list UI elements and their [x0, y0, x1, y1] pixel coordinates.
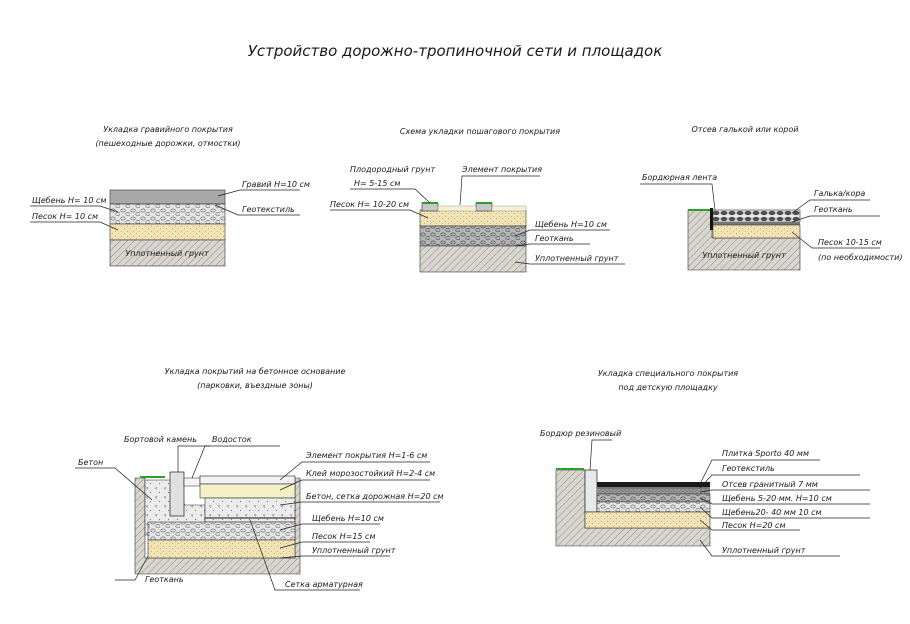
d4-label-concrete-mesh: Бетон, сетка дорожная Н=20 см: [306, 492, 444, 501]
d4-label-sand: Песок Н=15 см: [312, 532, 375, 541]
d1-layer-gravel: [109, 189, 226, 205]
d2-label-soil: Уплотненный грунт: [535, 254, 619, 263]
d2-label-geofabric: Геоткань: [535, 234, 574, 243]
d4-label-soil: Уплотненный грунт: [312, 546, 396, 555]
d4-label-drain: Водосток: [212, 435, 252, 444]
d2-paving-element-1: [421, 202, 439, 212]
d1-caption: Укладка гравийного покрытия: [103, 125, 233, 134]
d5-label-sand: Песок Н=20 см: [722, 521, 785, 530]
diagram-stepping: Схема укладки пошагового покрытия Плодор…: [330, 127, 625, 273]
d3-layer-sand: [712, 224, 801, 239]
d5-label-crushed-coarse: Щебень20- 40 мм 10 см: [722, 508, 822, 517]
diagram-concrete: Укладка покрытий на бетонное основание (…: [75, 367, 444, 591]
d1-label-gravel: Гравий Н=10 см: [242, 180, 310, 189]
d3-layer-geofabric: [713, 222, 800, 225]
d1-label-crushed: Щебень Н= 10 см: [32, 196, 106, 205]
diagram-pebble: Отсев галькой или корой Бордюрная лента …: [640, 125, 902, 271]
d5-caption: Укладка специального покрытия: [598, 369, 738, 378]
d2-caption: Схема укладки пошагового покрытия: [400, 127, 560, 136]
d3-label-sand-note: (по необходимости): [818, 253, 902, 262]
d4-layer-glue: [199, 483, 296, 499]
d4-label-element: Элемент покрытия Н=1-6 см: [305, 451, 427, 460]
d1-label-sand: Песок Н= 10 см: [32, 212, 98, 221]
d3-caption: Отсев галькой или корой: [692, 125, 799, 134]
d5-caption-sub: под детскую площадку: [618, 383, 718, 392]
d4-label-geofabric: Геоткань: [145, 575, 184, 584]
d2-topsoil: [437, 205, 477, 212]
d5-layer-tile: [597, 482, 710, 487]
d2-layer-soil: [419, 245, 527, 273]
diagram-gravel: Укладка гравийного покрытия (пешеходные …: [30, 125, 310, 267]
d2-label-topsoil: Плодородный грунт: [350, 165, 435, 174]
d5-label-soil: Уплотненный грунт: [722, 546, 806, 555]
d5-label-tile: Плитка Sporto 40 мм: [722, 449, 809, 458]
d5-label-border: Бордюр резиновый: [540, 429, 621, 438]
d5-layer-granite: [597, 489, 710, 494]
d4-drain: [183, 477, 201, 487]
d5-label-geotextile: Геотекстиль: [722, 464, 775, 473]
d3-label-pebble: Галька/кора: [814, 189, 865, 198]
d4-label-glue: Клей морозостойкий Н=2-4 см: [306, 469, 435, 478]
d1-layer-crushed: [109, 203, 226, 225]
d3-layer-pebble: [712, 209, 801, 223]
d5-layer-crushed-coarse: [596, 501, 711, 513]
d4-label-mesh: Сетка арматурная: [285, 580, 363, 589]
main-title: Устройство дорожно-тропиночной сети и пл…: [248, 42, 663, 60]
d4-caption: Укладка покрытий на бетонное основание: [165, 367, 346, 376]
d5-rubber-border: [584, 469, 598, 513]
d3-label-border: Бордюрная лента: [642, 173, 717, 182]
d2-label-sand: Песок Н= 10-20 см: [330, 200, 409, 209]
d4-label-crushed: Щебень Н=10 см: [312, 514, 384, 523]
d4-caption-sub: (парковки, въездные зоны): [197, 381, 313, 390]
d3-label-soil: Уплотненный грунт: [702, 251, 786, 260]
diagram-playground: Укладка специального покрытия под детску…: [540, 369, 870, 557]
d1-layer-soil: [109, 239, 226, 267]
d4-curb-stone: [169, 471, 185, 517]
d4-layer-element: [199, 475, 296, 485]
d2-layer-crushed: [419, 225, 527, 247]
d2-label-crushed: Щебень Н=10 см: [535, 220, 607, 229]
d5-layer-sand: [584, 511, 711, 529]
d1-caption-sub: (пешеходные дорожки, отмостки): [95, 139, 240, 148]
d5-layer-geotextile: [597, 487, 710, 489]
d4-layer-crushed: [147, 521, 296, 541]
d5-layer-crushed-fine: [596, 493, 711, 503]
d1-label-soil: Уплотненный грунт: [125, 249, 209, 258]
d3-border-tape: [710, 208, 713, 230]
d4-label-concrete: Бетон: [78, 458, 103, 467]
d1-label-geotextile: Геотекстиль: [242, 205, 295, 214]
d1-layer-sand: [109, 223, 226, 241]
d5-label-crushed-fine: Щебень 5-20 мм. Н=10 см: [722, 494, 832, 503]
d4-label-curb: Бортовой камень: [124, 435, 197, 444]
d4-layer-sand: [147, 539, 296, 559]
d2-topsoil-right: [491, 205, 527, 212]
d3-label-sand: Песок 10-15 см: [818, 238, 882, 247]
d2-layer-sand: [419, 209, 527, 227]
d3-label-geofabric: Геоткань: [814, 205, 853, 214]
d2-label-topsoil-h: Н= 5-15 см: [354, 179, 400, 188]
d5-label-granite: Отсев гранитный 7 мм: [722, 480, 818, 489]
d2-paving-element-2: [475, 202, 493, 212]
d2-label-element: Элемент покрытия: [461, 165, 542, 174]
